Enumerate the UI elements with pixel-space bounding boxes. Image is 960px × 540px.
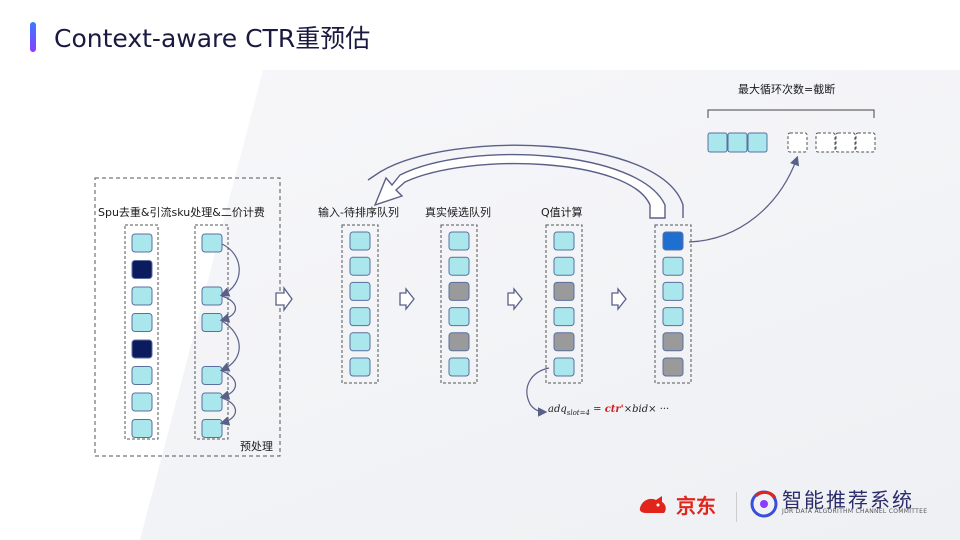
candidate-queue-label: 真实候选队列 bbox=[425, 206, 491, 219]
candidate-column-cell-6 bbox=[448, 357, 470, 377]
top-row-cell-7 bbox=[855, 132, 876, 153]
spu-column-cell-4 bbox=[131, 313, 153, 332]
logo-sub-text: JDR DATA ALGORITHM CHANNEL COMMITTEE bbox=[782, 508, 928, 515]
jd-dog-icon bbox=[639, 495, 666, 513]
logo-main-text: 智能推荐系统 bbox=[782, 488, 914, 512]
spu-column-cell-3 bbox=[131, 286, 153, 306]
output-column-cell-3 bbox=[662, 281, 684, 301]
formula-tail: ×bid× ··· bbox=[623, 404, 670, 415]
spu-column-box bbox=[124, 224, 159, 440]
feedback-loop-outer bbox=[367, 144, 684, 218]
output-column-cell-1 bbox=[662, 231, 684, 251]
spu-column-cell-2 bbox=[131, 260, 153, 279]
top-row-cell-1 bbox=[707, 132, 728, 153]
output-column-cell-2 bbox=[662, 256, 684, 276]
jdr-logo: 智能推荐系统 JDR DATA ALGORITHM CHANNEL COMMIT… bbox=[748, 486, 938, 522]
candidate-column-cell-1 bbox=[448, 231, 470, 251]
q-column-cell-3 bbox=[553, 281, 575, 301]
spu-column-cell-6 bbox=[131, 366, 153, 385]
stage-arrow-1 bbox=[275, 286, 293, 312]
sku-column-cell-3 bbox=[201, 286, 223, 306]
formula-equals: = bbox=[589, 404, 605, 415]
stage-arrow-2 bbox=[399, 287, 415, 311]
preprocess-label: 预处理 bbox=[240, 440, 273, 453]
max-loop-bracket bbox=[707, 109, 875, 118]
q-value-label: Q值计算 bbox=[541, 206, 583, 219]
sku-column-cell-4 bbox=[201, 313, 223, 332]
top-row-cell-4 bbox=[787, 132, 808, 153]
jd-brand: 京东 bbox=[636, 490, 716, 519]
page-title: Context-aware CTR重预估 bbox=[54, 24, 371, 53]
top-row-cell-3 bbox=[747, 132, 768, 153]
output-column-cell-5 bbox=[662, 332, 684, 352]
candidate-column-cell-2 bbox=[448, 256, 470, 276]
sku-column-cell-7 bbox=[201, 392, 223, 412]
sku-merge-arcs bbox=[219, 243, 240, 426]
candidate-column-box bbox=[440, 224, 478, 384]
q-column-cell-5 bbox=[553, 332, 575, 352]
q-column-box bbox=[545, 224, 583, 384]
input-column-cell-3 bbox=[349, 281, 371, 301]
top-row-cell-2 bbox=[727, 132, 748, 153]
q-to-formula-arrow bbox=[526, 367, 550, 417]
sku-arc-3 bbox=[219, 320, 240, 372]
max-loop-label: 最大循环次数=截断 bbox=[738, 83, 836, 96]
sku-column-box bbox=[194, 224, 229, 440]
preprocess-title: Spu去重&引流sku处理&二价计费 bbox=[98, 206, 265, 219]
input-column-cell-1 bbox=[349, 231, 371, 251]
sku-arc-5 bbox=[219, 397, 237, 426]
jdr-logo-icon bbox=[750, 490, 778, 518]
sku-column-cell-8 bbox=[201, 419, 223, 438]
sku-column-cell-1 bbox=[201, 233, 223, 253]
stage-arrow-3 bbox=[507, 287, 523, 311]
preprocess-box bbox=[94, 177, 281, 457]
feedback-loop-arrow bbox=[373, 153, 666, 219]
output-column-cell-4 bbox=[662, 307, 684, 327]
spu-column-cell-8 bbox=[131, 419, 153, 438]
input-column-cell-6 bbox=[349, 357, 371, 377]
q-column-cell-2 bbox=[553, 256, 575, 276]
q-column-cell-1 bbox=[553, 231, 575, 251]
input-queue-label: 输入-待排序队列 bbox=[318, 206, 399, 219]
formula-lhs: adq bbox=[548, 404, 567, 415]
candidate-column-cell-5 bbox=[448, 332, 470, 352]
footer-divider bbox=[736, 492, 737, 522]
input-column-cell-5 bbox=[349, 332, 371, 352]
title-accent-bar bbox=[30, 22, 36, 52]
top-row-cell-5 bbox=[815, 132, 836, 153]
q-column-cell-4 bbox=[553, 307, 575, 327]
output-to-topbar-arrow bbox=[688, 155, 800, 243]
jd-text: 京东 bbox=[676, 494, 716, 518]
formula-subscript: slot=4 bbox=[566, 409, 590, 417]
spu-column-cell-7 bbox=[131, 392, 153, 412]
spu-column-cell-5 bbox=[131, 339, 153, 359]
top-row-cell-6 bbox=[835, 132, 856, 153]
stage-arrow-4 bbox=[611, 287, 627, 311]
spu-column-cell-1 bbox=[131, 233, 153, 253]
q-column-cell-6 bbox=[553, 357, 575, 377]
output-column-box bbox=[654, 224, 692, 384]
formula-ctr: ctr' bbox=[604, 404, 624, 415]
sku-column-cell-6 bbox=[201, 366, 223, 385]
sku-arc-2 bbox=[219, 295, 237, 323]
sku-arc-4 bbox=[219, 370, 237, 400]
candidate-column-cell-3 bbox=[448, 281, 470, 301]
adq-formula: adqslot=4 = ctr'×bid× ··· bbox=[548, 404, 669, 417]
candidate-column-cell-4 bbox=[448, 307, 470, 327]
input-column-cell-2 bbox=[349, 256, 371, 276]
output-column-cell-6 bbox=[662, 357, 684, 377]
input-column-cell-4 bbox=[349, 307, 371, 327]
input-column-box bbox=[341, 224, 379, 384]
sku-arc-1 bbox=[219, 243, 240, 297]
